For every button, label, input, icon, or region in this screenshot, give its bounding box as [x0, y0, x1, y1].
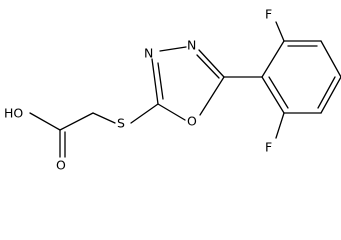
bond-ph6-f: [275, 112, 285, 139]
bond-ph1-ph2: [261, 40, 285, 78]
bond-n3-c2-inner: [157, 62, 164, 100]
carbonyl-oxygen-label: O: [56, 158, 66, 173]
bond-ph6-ph1-inner: [268, 76, 289, 109]
bond-ph2-f: [275, 21, 285, 42]
hydroxyl-label: HO: [4, 106, 23, 121]
ring-oxygen-label: O: [187, 114, 197, 129]
bond-c2-o1: [157, 103, 186, 121]
nitrogen-label-right: N: [187, 38, 196, 53]
structure-canvas: HO O S N N O F F: [4, 7, 341, 173]
nitrogen-label-left: N: [144, 46, 153, 61]
bond-ph3-ph4: [320, 40, 341, 78]
bond-ch2-s: [92, 112, 116, 124]
atom-labels: HO O S N N O F F: [4, 7, 272, 173]
bond-oh-c: [29, 112, 61, 131]
bond-o1-c5: [199, 76, 225, 116]
molecule-drawing: HO O S N N O F F: [4, 7, 341, 173]
fluorine-bottom-label: F: [265, 140, 272, 155]
bond-c5-n4: [198, 49, 225, 78]
fluorine-top-label: F: [265, 7, 272, 22]
bond-c5-n4-inner: [196, 54, 220, 79]
bond-ph6-ph1: [261, 76, 285, 114]
bond-s-c2: [130, 103, 159, 124]
bond-n4-n3: [159, 46, 187, 52]
bond-c-ch2: [59, 112, 94, 131]
bond-ph4-ph5-inner: [317, 76, 336, 109]
bond-ph4-ph5: [320, 76, 341, 114]
sulfur-label: S: [117, 116, 125, 131]
bond-n3-c2: [151, 58, 159, 105]
bonds: [29, 21, 341, 158]
